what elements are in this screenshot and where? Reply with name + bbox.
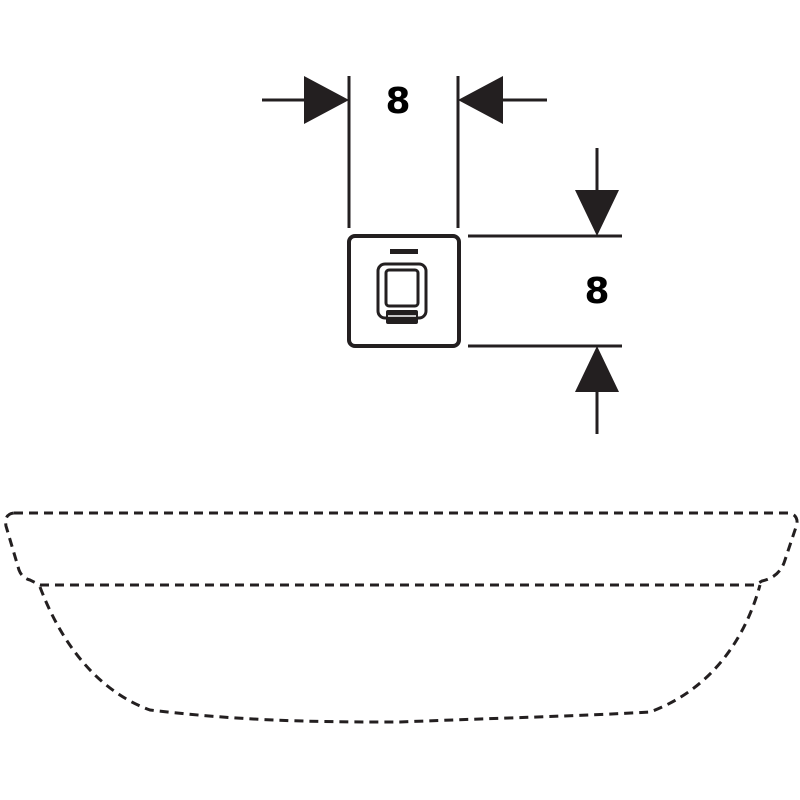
basin-rim — [4, 511, 799, 587]
height-dimension: 8 — [468, 148, 622, 434]
height-dimension-label: 8 — [584, 271, 609, 312]
flush-button-plate-icon — [347, 234, 461, 348]
width-arrow-right-icon — [458, 76, 503, 124]
plate-outline — [347, 234, 461, 348]
height-arrow-top-icon — [575, 190, 619, 236]
height-arrow-bottom-icon — [575, 346, 619, 392]
width-dimension: 8 — [262, 76, 547, 228]
sensor-base — [386, 310, 418, 324]
basin-bowl — [38, 584, 762, 724]
urinal-basin-outline — [4, 511, 799, 724]
brand-logo-mark — [390, 249, 418, 254]
sensor-window-inner — [384, 268, 420, 308]
width-arrow-left-icon — [304, 76, 349, 124]
width-dimension-label: 8 — [385, 81, 410, 122]
